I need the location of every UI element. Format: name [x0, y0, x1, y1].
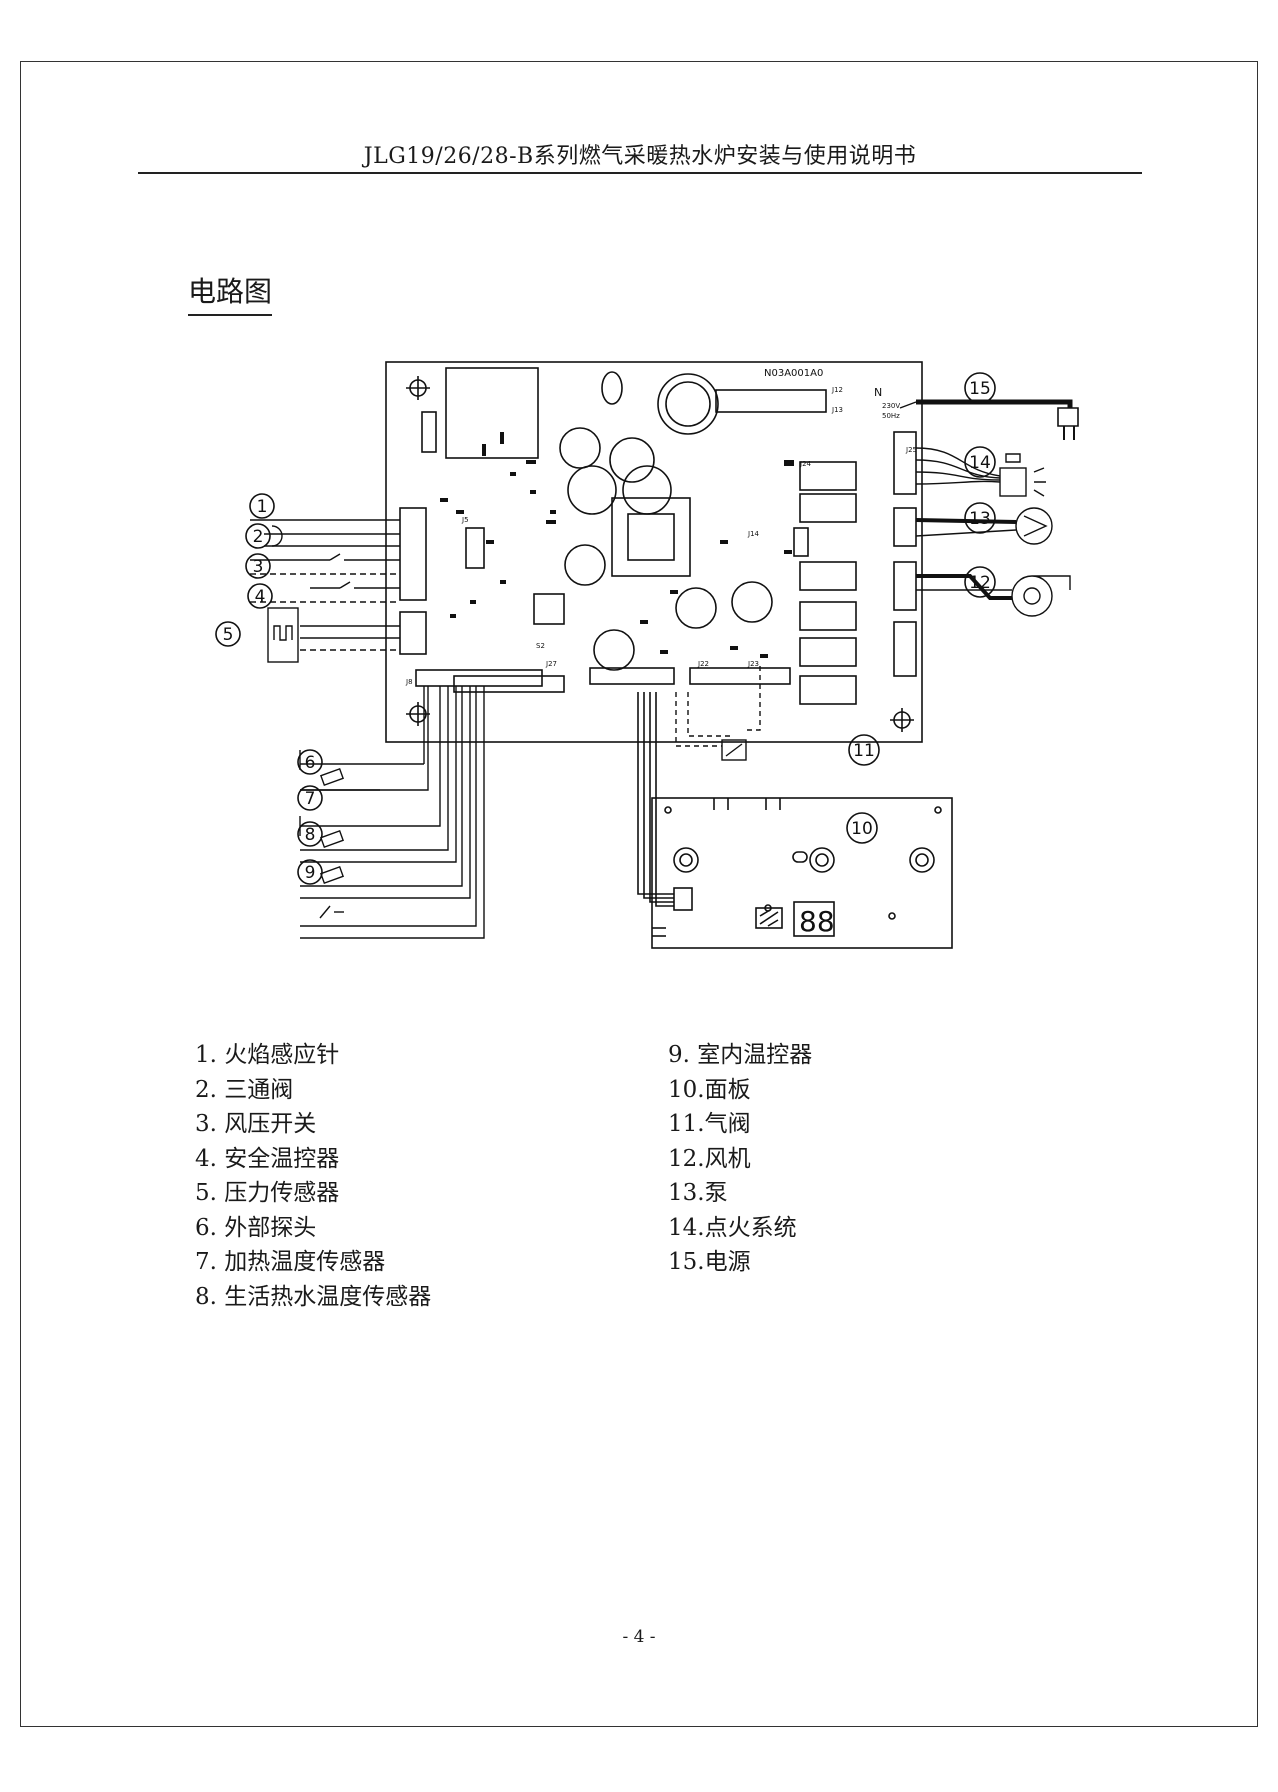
silk-j14: J14: [747, 530, 760, 538]
svg-text:15: 15: [969, 379, 991, 399]
callout-6: 6: [297, 749, 323, 775]
legend-right-column: 9. 室内温控器 10.面板 11.气阀 12.风机 13.泵 14.点火系统 …: [668, 1038, 812, 1280]
svg-text:6: 6: [305, 753, 316, 773]
legend-item: 9. 室内温控器: [668, 1042, 813, 1068]
svg-text:3: 3: [253, 557, 264, 577]
callout-8: 8: [297, 821, 323, 847]
document-header: JLG19/26/28-B系列燃气采暖热水炉安装与使用说明书: [363, 144, 917, 169]
callout-12: 12: [964, 566, 996, 598]
svg-text:2: 2: [253, 527, 264, 547]
callout-15: 15: [964, 372, 996, 404]
svg-text:14: 14: [969, 453, 991, 473]
silk-j13: J13: [831, 406, 843, 414]
silk-freq: 50Hz: [882, 412, 900, 420]
page-frame: [20, 61, 1258, 1727]
svg-text:7: 7: [305, 789, 316, 809]
display-digits: 88: [799, 905, 835, 938]
callout-9: 9: [297, 859, 323, 885]
section-title: 电路图: [188, 270, 273, 316]
svg-text:1: 1: [257, 497, 268, 517]
svg-text:11: 11: [853, 741, 875, 761]
legend-item: 13.泵: [668, 1180, 728, 1206]
callout-14: 14: [964, 446, 996, 478]
silk-n: N: [874, 386, 882, 399]
silk-j8: J8: [405, 678, 413, 686]
callout-11: 11: [848, 734, 880, 766]
inductor-l1: [657, 373, 719, 435]
svg-text:13: 13: [969, 509, 991, 529]
circuit-diagram: N03A001A0 J12 J13 N 230V 50Hz J24 J14 J2…: [215, 361, 1079, 949]
svg-text:10: 10: [851, 819, 873, 839]
silk-j24: J24: [799, 460, 812, 468]
silk-j23: J23: [747, 660, 759, 668]
display-panel: [651, 797, 953, 949]
silk-s2: S2: [536, 642, 545, 650]
legend-item: 14.点火系统: [668, 1214, 797, 1241]
legend-item: 8. 生活热水温度传感器: [195, 1283, 432, 1310]
svg-text:12: 12: [969, 573, 991, 593]
legend-item: 7. 加热温度传感器: [195, 1249, 386, 1275]
callout-10: 10: [846, 812, 878, 844]
callout-4: 4: [247, 583, 273, 609]
callout-5: 5: [215, 621, 241, 647]
header-divider: [138, 172, 1142, 174]
connector-j5: [399, 507, 427, 601]
legend-item: 1. 火焰感应针: [195, 1042, 340, 1068]
legend-item: 12.风机: [668, 1145, 751, 1172]
legend-left-column: 1. 火焰感应针 2. 三通阀 3. 风压开关 4. 安全温控器 5. 压力传感…: [195, 1038, 431, 1314]
transformer: [445, 367, 539, 459]
mcu-chip: [533, 593, 565, 625]
callout-13: 13: [964, 502, 996, 534]
legend-item: 10.面板: [668, 1076, 751, 1103]
legend-item: 15.电源: [668, 1249, 751, 1275]
connector-j8: [415, 669, 543, 687]
svg-text:9: 9: [305, 863, 316, 883]
gas-valve: [721, 739, 747, 761]
svg-text:4: 4: [255, 587, 266, 607]
board-label: N03A001A0: [764, 368, 823, 379]
silk-j25: J25: [905, 446, 917, 454]
seven-segment-display: [793, 901, 835, 937]
mounting-holes: [406, 376, 914, 732]
legend-item: 4. 安全温控器: [195, 1145, 340, 1172]
callout-2: 2: [245, 523, 271, 549]
legend-item: 2. 三通阀: [195, 1076, 294, 1103]
fan-symbol: [1011, 575, 1071, 617]
silk-j12: J12: [831, 386, 843, 394]
callout-1: 1: [249, 493, 275, 519]
ignition-unit: [999, 467, 1027, 497]
pressure-sensor: [267, 607, 299, 663]
svg-text:5: 5: [223, 625, 234, 645]
callout-3: 3: [245, 553, 271, 579]
legend-item: 3. 风压开关: [195, 1111, 317, 1137]
silk-j22: J22: [697, 660, 709, 668]
pump-symbol: [1015, 507, 1053, 545]
transformer-t2: [611, 497, 691, 577]
control-board: [385, 361, 923, 743]
silk-voltage: 230V: [882, 402, 900, 410]
silk-j27: J27: [545, 660, 557, 668]
silk-j5: J5: [461, 516, 469, 524]
legend-item: 5. 压力传感器: [195, 1180, 340, 1206]
callout-7: 7: [297, 785, 323, 811]
legend-item: 11.气阀: [668, 1111, 751, 1137]
legend-item: 6. 外部探头: [195, 1214, 317, 1241]
svg-text:8: 8: [305, 825, 316, 845]
relays: [799, 461, 857, 705]
page-number: - 4 -: [622, 1627, 656, 1647]
